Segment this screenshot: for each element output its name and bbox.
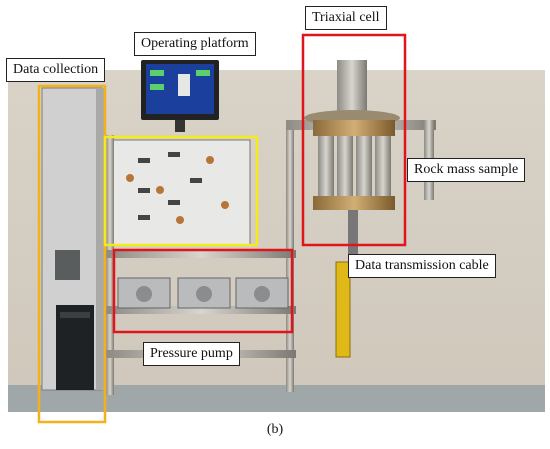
pressure-pump-box	[112, 248, 294, 334]
computer-tower	[56, 305, 94, 390]
cabinet-window	[55, 250, 80, 280]
support-cylinder	[335, 261, 351, 358]
label-pressure-pump: Pressure pump	[143, 342, 240, 366]
operating-platform-box	[103, 135, 259, 247]
data-collection-box	[37, 84, 107, 424]
label-rock-mass-sample: Rock mass sample	[407, 158, 526, 182]
label-data-collection: Data collection	[6, 58, 106, 82]
triaxial-cell-box	[301, 33, 407, 247]
label-triaxial-cell: Triaxial cell	[305, 6, 387, 30]
label-operating-platform: Operating platform	[134, 32, 256, 56]
label-data-transmission-cable: Data transmission cable	[348, 254, 496, 278]
triaxial-cell-apparatus	[304, 60, 400, 358]
figure-caption: (b)	[266, 422, 284, 437]
pressure-pumps	[117, 277, 289, 309]
